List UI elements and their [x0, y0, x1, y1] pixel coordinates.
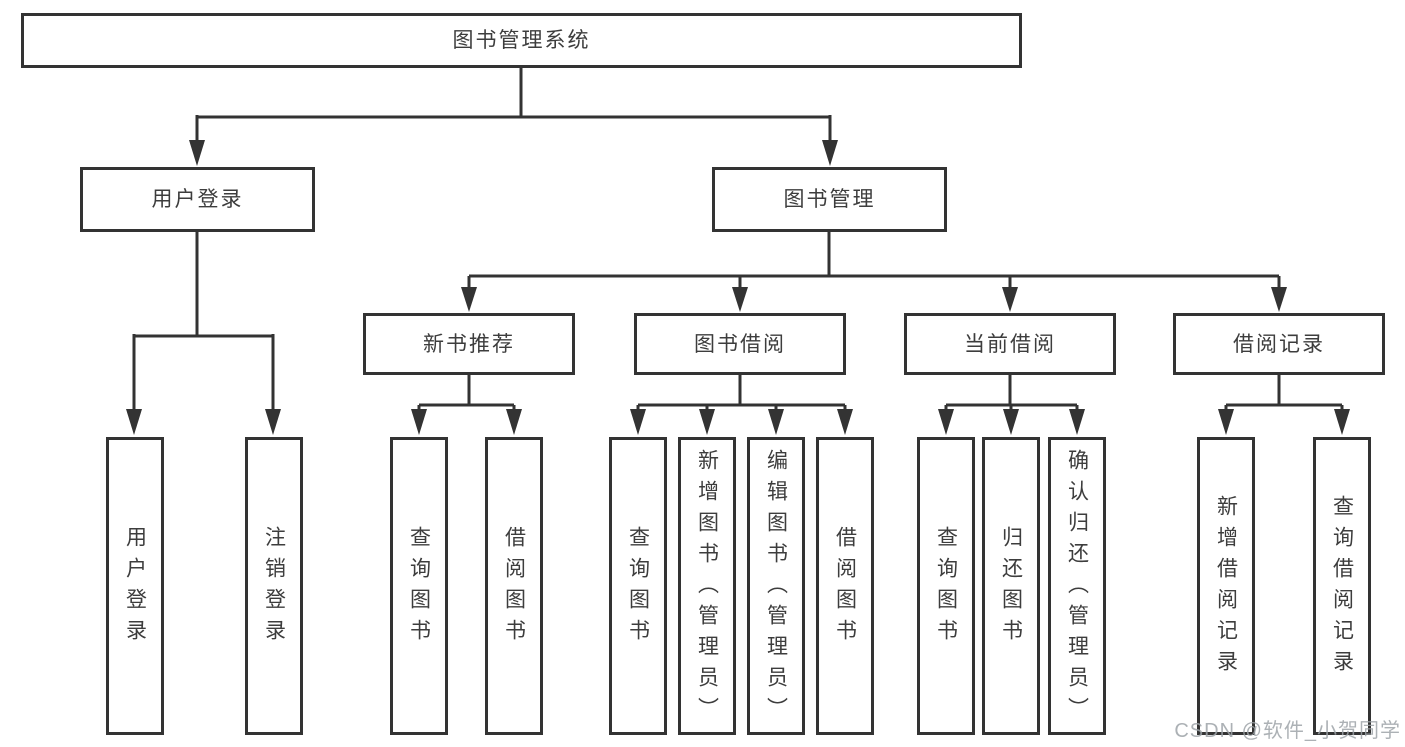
leaf-query-book-recommend: 查询图书 — [390, 437, 448, 735]
leaf-user-login: 用户登录 — [106, 437, 164, 735]
node-user-login: 用户登录 — [80, 167, 315, 232]
leaf-borrow-book-recommend: 借阅图书 — [485, 437, 543, 735]
node-current-borrowing: 当前借阅 — [904, 313, 1116, 375]
node-borrowing-records: 借阅记录 — [1173, 313, 1385, 375]
leaf-query-book-current: 查询图书 — [917, 437, 975, 735]
node-new-book-recommend: 新书推荐 — [363, 313, 575, 375]
leaf-add-borrow-record: 新增借阅记录 — [1197, 437, 1255, 735]
leaf-query-book-borrow: 查询图书 — [609, 437, 667, 735]
leaf-edit-book-admin: 编辑图书（管理员） — [747, 437, 805, 735]
node-book-borrowing: 图书借阅 — [634, 313, 846, 375]
csdn-watermark: CSDN @软件_小贺同学 — [1174, 720, 1401, 742]
leaf-confirm-return-admin: 确认归还（管理员） — [1048, 437, 1106, 735]
leaf-add-book-admin: 新增图书（管理员） — [678, 437, 736, 735]
leaf-logout: 注销登录 — [245, 437, 303, 735]
node-book-management: 图书管理 — [712, 167, 947, 232]
leaf-borrow-book: 借阅图书 — [816, 437, 874, 735]
leaf-return-book: 归还图书 — [982, 437, 1040, 735]
leaf-query-borrow-record: 查询借阅记录 — [1313, 437, 1371, 735]
node-root-system: 图书管理系统 — [21, 13, 1022, 68]
